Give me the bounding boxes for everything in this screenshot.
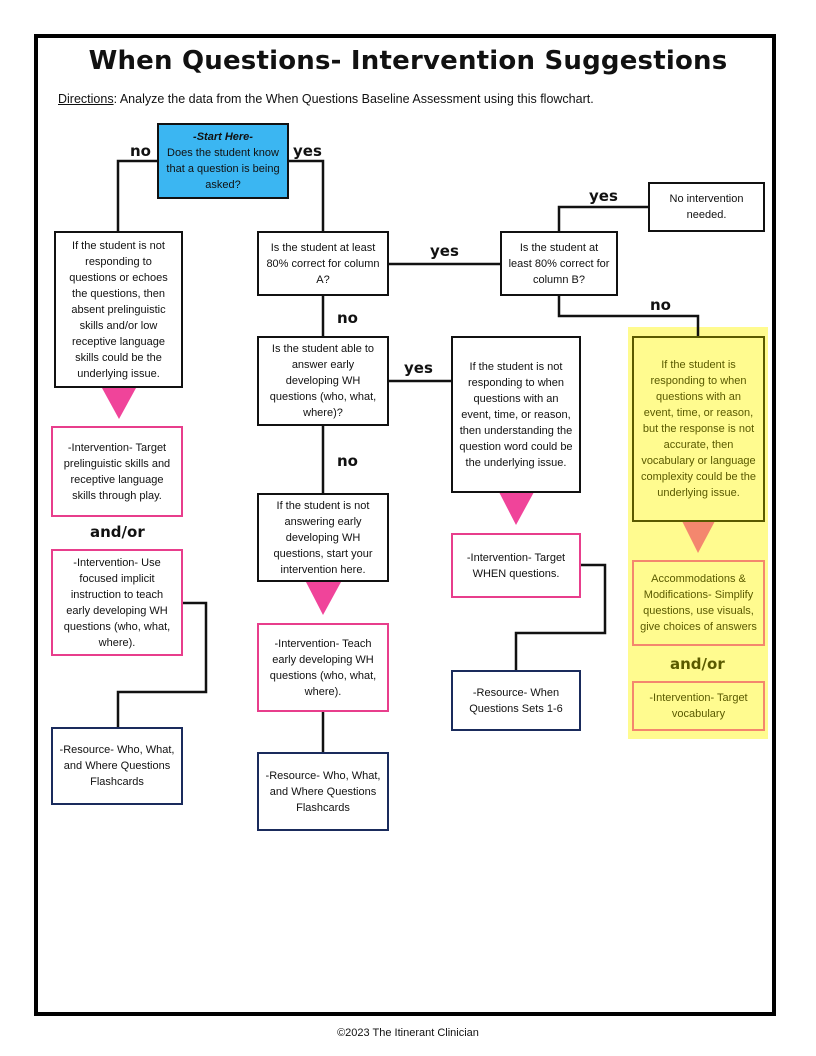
line-colB-yes — [557, 205, 649, 232]
column-a-node: Is the student at least 80% correct for … — [257, 231, 389, 296]
directions-text: : Analyze the data from the When Questio… — [113, 92, 594, 106]
intervention-when-node: -Intervention- Target WHEN questions. — [451, 533, 581, 598]
intervention-prelinguistic-node: -Intervention- Target prelinguistic skil… — [51, 426, 183, 517]
arrow-vocab — [682, 521, 715, 553]
directions-label: Directions — [58, 92, 114, 106]
label-yes-colB: yes — [589, 187, 618, 205]
intervention-vocab-node: -Intervention- Target vocabulary — [632, 681, 765, 731]
line-start-no — [116, 159, 158, 232]
label-yes-colA: yes — [430, 242, 459, 260]
no-intervention-node: No intervention needed. — [648, 182, 765, 232]
intervention-implicit-node: -Intervention- Use focused implicit inst… — [51, 549, 183, 656]
line-implicit-resource — [116, 601, 208, 728]
page-title: When Questions- Intervention Suggestions — [88, 46, 728, 76]
intervention-teach-wh-node: -Intervention- Teach early developing WH… — [257, 623, 389, 712]
arrow-question-word — [499, 492, 534, 525]
resource-flashcards-left-node: -Resource- Who, What, and Where Question… — [51, 727, 183, 805]
start-node: -Start Here- Does the student know that … — [157, 123, 289, 199]
and-or-left: and/or — [90, 523, 145, 541]
label-no-colB: no — [650, 296, 671, 314]
accommodations-node: Accommodations & Modifications- Simplify… — [632, 560, 765, 646]
page-frame — [34, 34, 776, 1016]
start-intervention-node: If the student is not answering early de… — [257, 493, 389, 582]
line-start-yes — [289, 159, 325, 232]
vocab-issue-node: If the student is responding to when que… — [632, 336, 765, 522]
start-header: -Start Here- — [193, 131, 253, 143]
resource-sets-node: -Resource- When Questions Sets 1-6 — [451, 670, 581, 731]
label-no-earlywh: no — [337, 452, 358, 470]
line-when-resource — [514, 563, 607, 671]
footer: ©2023 The Itinerant Clinician — [337, 1027, 479, 1039]
directions: Directions: Analyze the data from the Wh… — [58, 92, 594, 106]
arrow-prelinguistic — [102, 388, 136, 419]
line-colB-no — [557, 295, 700, 337]
arrow-start-intervention — [306, 582, 341, 615]
prelinguistic-issue-node: If the student is not responding to ques… — [54, 231, 183, 388]
label-no-colA: no — [337, 309, 358, 327]
and-or-right: and/or — [670, 655, 725, 673]
label-yes-start: yes — [293, 142, 322, 160]
question-word-issue-node: If the student is not responding to when… — [451, 336, 581, 493]
column-b-node: Is the student at least 80% correct for … — [500, 231, 618, 296]
resource-flashcards-mid-node: -Resource- Who, What, and Where Question… — [257, 752, 389, 831]
label-no-start: no — [130, 142, 151, 160]
label-yes-earlywh: yes — [404, 359, 433, 377]
early-wh-node: Is the student able to answer early deve… — [257, 336, 389, 426]
start-text: Does the student know that a question is… — [166, 147, 280, 191]
